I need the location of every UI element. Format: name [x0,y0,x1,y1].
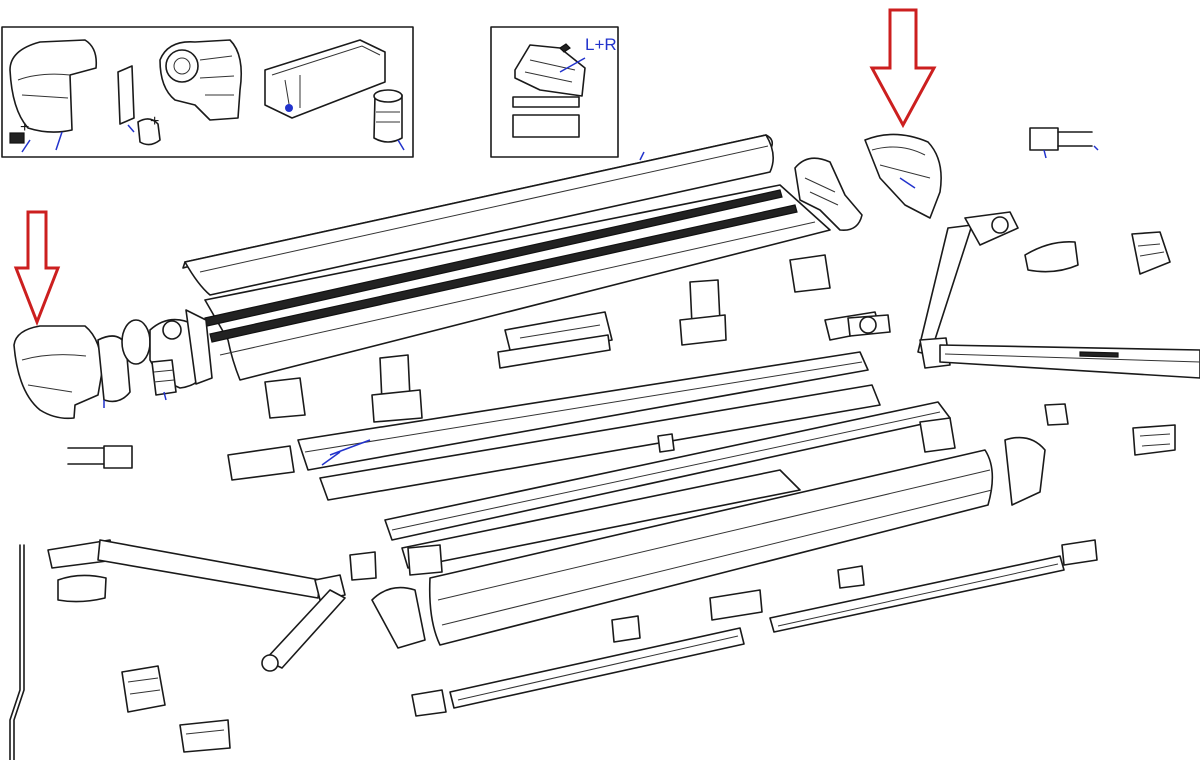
plus-sign: + [20,119,29,136]
small-parts-top-right [1024,127,1176,456]
lower-rails [411,539,1098,717]
inset-box-end-caps: + + [1,26,414,158]
inset-box-end-plates: L+R [490,26,619,158]
label-l-plus-r: L+R [585,35,617,54]
plus-sign-2: + [150,113,159,130]
upper-right-arm [917,211,1200,379]
middle-rails [227,254,891,501]
left-end-cap-cluster [13,309,213,420]
top-cover-profile [182,134,774,296]
roller-tube-profile [204,184,831,381]
lower-left-arm [9,445,346,760]
lower-left-small-parts [121,665,231,753]
front-profiles [349,401,1046,649]
right-end-cap-cluster [794,133,942,232]
highlight-arrow-left [13,210,61,327]
highlight-arrow-right [869,8,937,129]
